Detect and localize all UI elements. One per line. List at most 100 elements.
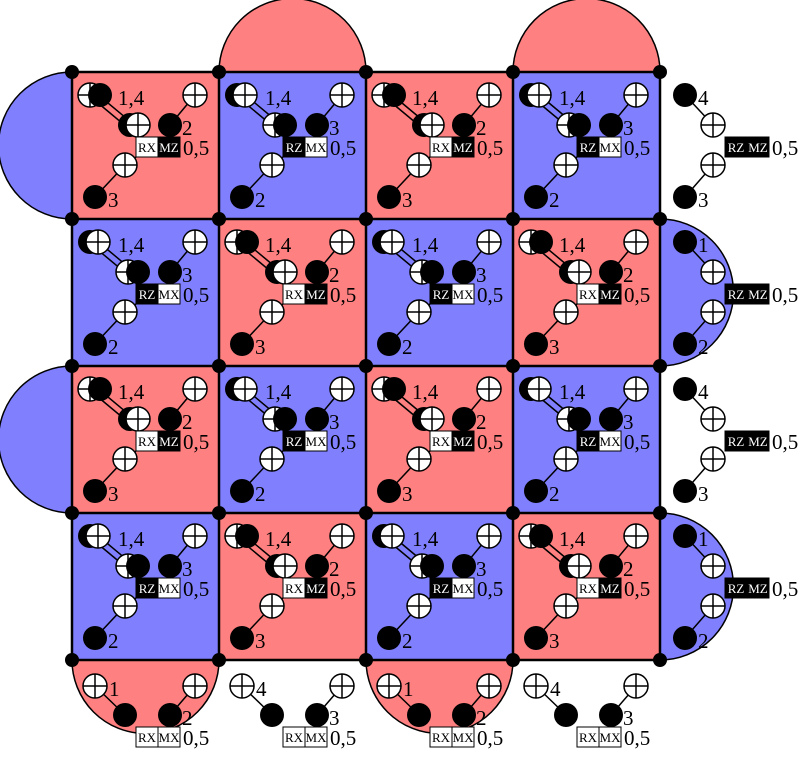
reset-gate-label: RX [285, 730, 304, 745]
cnot-target-icon [379, 523, 405, 549]
cnot-target-icon [476, 82, 502, 108]
qubit-label: 2 [623, 557, 634, 581]
qubit-label: 1,4 [118, 527, 145, 551]
control-dot-icon [452, 407, 476, 431]
measure-gate-box [598, 726, 622, 748]
control-dot-icon [452, 554, 476, 578]
cnot-target-icon [376, 673, 402, 699]
control-dot-icon [158, 113, 182, 137]
reset-gate-label: RZ [139, 287, 156, 302]
qubit-label: 3 [329, 706, 340, 730]
cnot-target-icon [182, 673, 208, 699]
grid-lines [65, 65, 667, 667]
qubit-label: 3 [329, 410, 340, 434]
reset-gate-label: RX [285, 581, 304, 596]
cnot-target-icon [623, 523, 649, 549]
measure-gate-label: MX [453, 581, 475, 596]
reset-gate-label: RZ [580, 140, 597, 155]
measure-gate-box [304, 577, 328, 599]
qubit-label: 1,4 [265, 380, 292, 404]
cnot-target-icon [329, 229, 355, 255]
cnot-target-icon [406, 299, 432, 325]
qubit-label: 2 [623, 263, 634, 287]
vertex-dot-icon [653, 359, 667, 373]
vertex-dot-icon [506, 212, 520, 226]
control-dot-icon [158, 260, 182, 284]
control-dot-icon [524, 332, 548, 356]
time-label: 0,5 [624, 726, 650, 750]
cnot-target-icon [85, 229, 111, 255]
measure-gate-label: MZ [453, 140, 473, 155]
time-label: 0,5 [477, 577, 503, 601]
cnot-target-icon [553, 152, 579, 178]
measure-gate-box [304, 283, 328, 305]
qubit-label: 3 [698, 188, 709, 212]
reset-gate-label: RX [138, 434, 157, 449]
reset-gate-label: RZ [728, 434, 745, 449]
control-dot-icon [377, 626, 401, 650]
control-dot-icon [235, 524, 259, 548]
cnot-target-icon [700, 152, 726, 178]
cnot-target-icon [476, 673, 502, 699]
vertex-dot-icon [212, 653, 226, 667]
measure-gate-box [157, 430, 181, 452]
measure-gate-label: MZ [600, 581, 620, 596]
measure-gate-box [304, 726, 328, 748]
reset-gate-label: RX [138, 140, 157, 155]
control-dot-icon [452, 260, 476, 284]
control-dot-icon [83, 185, 107, 209]
qubit-label: 1,4 [265, 527, 292, 551]
measure-gate-box [598, 430, 622, 452]
measure-gate-label: MX [159, 730, 181, 745]
control-dot-icon [230, 626, 254, 650]
cnot-target-icon [259, 446, 285, 472]
qubit-label: 4 [698, 380, 709, 404]
reset-gate-label: RZ [728, 140, 745, 155]
qubit-label: 2 [698, 335, 709, 359]
vertex-dot-icon [212, 506, 226, 520]
reset-gate-label: RX [432, 434, 451, 449]
time-label: 0,5 [624, 577, 650, 601]
cnot-target-icon [259, 152, 285, 178]
qubit-label: 2 [402, 335, 413, 359]
cnot-target-icon [406, 446, 432, 472]
reset-gate-label: RZ [580, 434, 597, 449]
control-dot-icon [524, 479, 548, 503]
qubit-label: 1,4 [265, 233, 292, 257]
control-dot-icon [158, 703, 182, 727]
qubit-label: 2 [549, 188, 560, 212]
qubit-label: 3 [182, 557, 193, 581]
qubit-label: 3 [329, 116, 340, 140]
measure-gate-box [451, 577, 475, 599]
cnot-target-icon [553, 593, 579, 619]
control-dot-icon [420, 260, 444, 284]
vertex-dot-icon [506, 359, 520, 373]
measure-gate-label: MZ [600, 287, 620, 302]
cnot-target-icon [700, 553, 726, 579]
control-dot-icon [305, 113, 329, 137]
qubit-label: 3 [549, 335, 560, 359]
qubit-label: 1 [698, 527, 709, 551]
vertex-dot-icon [212, 65, 226, 79]
qubit-label: 1,4 [559, 233, 586, 257]
reset-gate-label: RZ [433, 581, 450, 596]
qubit-label: 2 [476, 116, 487, 140]
qubit-label: 2 [698, 629, 709, 653]
